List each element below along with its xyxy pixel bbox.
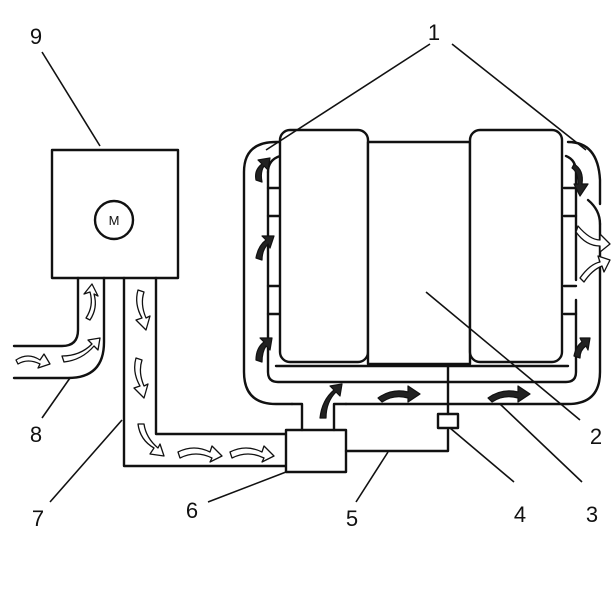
sensor-4 bbox=[436, 412, 460, 430]
callout-4: 4 bbox=[514, 502, 526, 527]
motor-label: M bbox=[109, 213, 120, 228]
flow-arrow bbox=[61, 337, 101, 363]
flow-arrow bbox=[571, 163, 589, 197]
callout-6: 6 bbox=[186, 498, 198, 523]
valve-box bbox=[284, 428, 348, 474]
riser-pipe bbox=[290, 402, 348, 432]
callout-labels: 1 2 3 4 5 6 7 8 9 bbox=[30, 20, 602, 531]
inner-duct-wall bbox=[266, 154, 578, 384]
outlet-duct bbox=[122, 276, 290, 468]
flow-arrow bbox=[177, 445, 223, 463]
callout-1: 1 bbox=[428, 20, 440, 45]
callout-7: 7 bbox=[32, 506, 44, 531]
enclosure-arrows bbox=[255, 157, 611, 419]
flow-arrow bbox=[15, 353, 51, 369]
callout-9: 9 bbox=[30, 24, 42, 49]
flow-arrow bbox=[255, 157, 271, 183]
flow-arrow bbox=[319, 383, 343, 419]
flow-arrow bbox=[137, 423, 165, 457]
flow-arrow bbox=[83, 283, 99, 321]
flow-arrow bbox=[579, 255, 611, 283]
callout-8: 8 bbox=[30, 422, 42, 447]
flow-arrow bbox=[255, 235, 275, 261]
flow-arrow bbox=[229, 445, 275, 463]
flow-arrow bbox=[133, 357, 149, 399]
flow-arrow bbox=[573, 337, 591, 359]
outer-enclosure bbox=[242, 140, 602, 406]
battery-pack bbox=[274, 128, 570, 368]
flow-arrow bbox=[377, 385, 421, 403]
outlet-arrows bbox=[133, 289, 275, 463]
callout-3: 3 bbox=[586, 502, 598, 527]
flow-arrow bbox=[487, 385, 531, 403]
callout-2: 2 bbox=[590, 424, 602, 449]
motor-symbol bbox=[93, 199, 135, 241]
intake-arrows bbox=[15, 283, 101, 369]
flow-arrow bbox=[135, 289, 151, 331]
flow-arrow bbox=[255, 337, 273, 363]
motor-housing: M bbox=[50, 148, 180, 280]
leader-lines bbox=[41, 43, 587, 503]
flow-arrow bbox=[575, 225, 611, 253]
callout-5: 5 bbox=[346, 506, 358, 531]
